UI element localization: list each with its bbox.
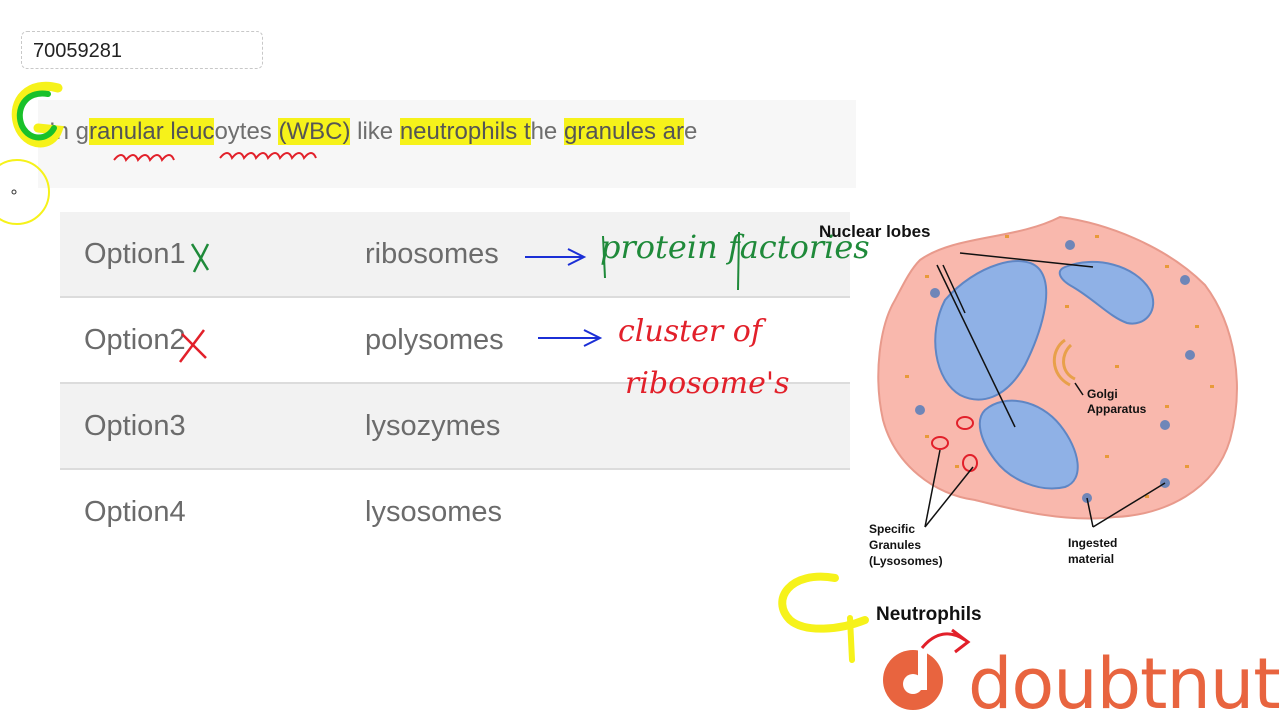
option-value: lysosomes bbox=[365, 496, 502, 528]
question-highlight: ranular leuc bbox=[89, 118, 215, 145]
golgi-icon bbox=[1052, 338, 1076, 387]
label-nuclear-lobes: Nuclear lobes bbox=[819, 222, 931, 241]
arrow-icon bbox=[525, 248, 587, 266]
cross-mark-icon bbox=[190, 243, 210, 273]
nucleus-lobe bbox=[978, 399, 1079, 490]
green-stroke-icon bbox=[737, 231, 740, 291]
question-id-box: 70059281 bbox=[21, 31, 263, 69]
red-squiggle-icon bbox=[219, 152, 317, 160]
green-stroke-icon bbox=[602, 235, 606, 279]
nucleus-lobe bbox=[1058, 260, 1155, 325]
green-cursor-icon bbox=[16, 90, 57, 141]
question-id: 70059281 bbox=[33, 40, 122, 62]
option-label: Option4 bbox=[84, 496, 186, 528]
label-material: material bbox=[1068, 552, 1115, 566]
dark-granules bbox=[915, 240, 1195, 503]
annotation-protein-factories: protein factories bbox=[600, 228, 870, 266]
label-lysosomes: (Lysosomes) bbox=[869, 554, 943, 568]
label-ingested: Ingested bbox=[1068, 536, 1118, 550]
question-seg: e bbox=[684, 118, 698, 145]
annotation-ribosomes: ribosome's bbox=[625, 366, 790, 401]
granules bbox=[905, 235, 1214, 498]
annotation-cluster-of: cluster of bbox=[618, 314, 762, 349]
option-label: Option1 bbox=[84, 238, 186, 270]
red-arrow-icon bbox=[920, 628, 971, 654]
question-seg: like bbox=[350, 118, 400, 145]
question-highlight: (WBC) bbox=[278, 118, 351, 145]
option-value: lysozymes bbox=[365, 410, 501, 442]
question-seg: oytes bbox=[214, 118, 279, 145]
red-squiggle-icon bbox=[113, 154, 175, 162]
nucleus-lobe bbox=[934, 260, 1048, 401]
option-label: Option3 bbox=[84, 410, 186, 442]
neutrophil-diagram bbox=[877, 215, 1238, 528]
leader-lines bbox=[924, 252, 1166, 528]
brand-name: doubtnut bbox=[968, 643, 1280, 725]
option-value: polysomes bbox=[365, 324, 504, 356]
label-apparatus: Apparatus bbox=[1087, 402, 1147, 416]
question-highlight: granules ar bbox=[563, 118, 685, 145]
label-specific: Specific bbox=[869, 522, 916, 536]
option-row-2[interactable]: Option2 polysomes bbox=[60, 298, 850, 384]
pointer-circle-icon bbox=[0, 159, 50, 225]
doubtnut-logo-icon bbox=[883, 650, 943, 710]
pen-strokes bbox=[0, 81, 740, 363]
option-label: Option2 bbox=[84, 324, 186, 356]
options-list: Option1 ribosomes Option2 polysomes Opti… bbox=[60, 212, 850, 554]
diagram-title: Neutrophils bbox=[876, 604, 982, 625]
option-value: ribosomes bbox=[365, 238, 499, 270]
question-highlight: neutrophils t bbox=[399, 118, 531, 145]
option-row-1[interactable]: Option1 ribosomes bbox=[60, 212, 850, 298]
label-granules: Granules bbox=[869, 538, 922, 552]
label-golgi: Golgi bbox=[1087, 387, 1118, 401]
arrow-icon bbox=[538, 329, 603, 347]
option-row-4[interactable]: Option4 lysosomes bbox=[60, 470, 850, 554]
question-text: In granular leucoytes (WBC) like neutrop… bbox=[49, 118, 697, 146]
cross-mark-icon bbox=[179, 329, 207, 363]
question-seg: he bbox=[530, 118, 564, 145]
yellow-g-mark-icon bbox=[11, 81, 65, 148]
option-row-3[interactable]: Option3 lysozymes bbox=[60, 384, 850, 470]
pointer-dot-icon bbox=[11, 189, 17, 195]
